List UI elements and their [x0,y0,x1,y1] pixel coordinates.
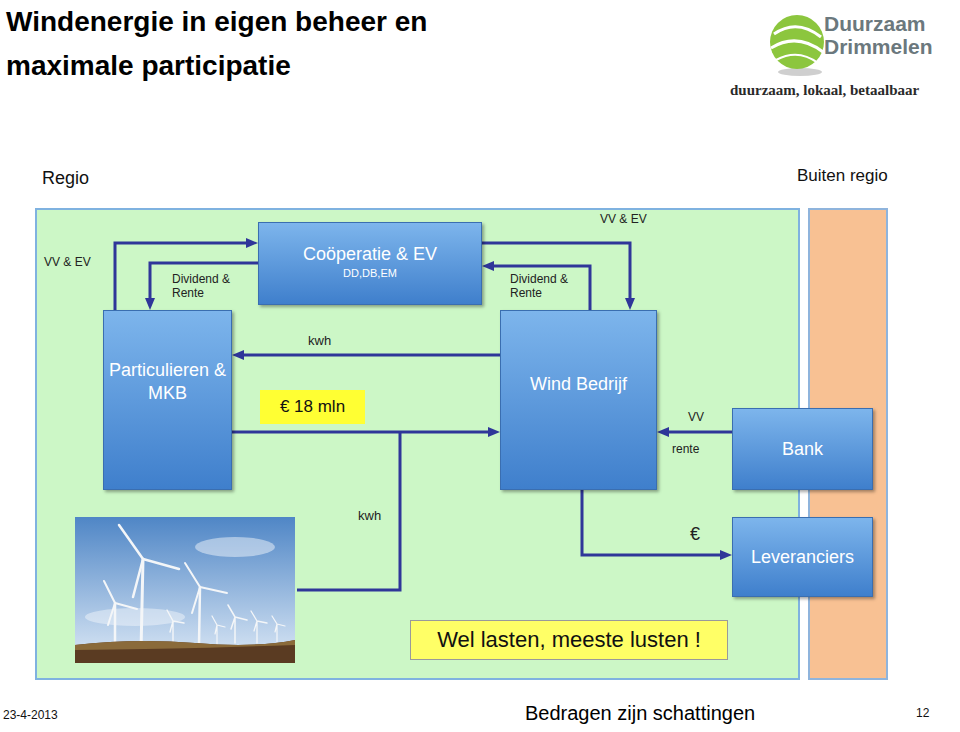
turbine-tower [199,587,200,645]
turbine-small [167,610,184,644]
slide-title: Windenergie in eigen beheer en maximale … [6,0,496,88]
flow-arrow [232,431,492,434]
logo-shadow [778,68,822,76]
bank-box: Bank [732,408,873,490]
logo-swirl [774,27,821,37]
edge-label: kwh [306,333,333,349]
edge-label: VV & EV [42,255,93,269]
flow-label: rente [672,442,699,456]
photo-ground [75,640,295,663]
turbine-small [272,616,285,642]
photo-sky [75,517,295,663]
edge-label: Dividend & Rente [170,272,240,301]
node-sublabel: DD,DB,EM [343,267,397,281]
logo-ball [770,15,824,76]
page-number: 12 [916,706,929,720]
flow-arrow [665,431,732,434]
node-label: Coöperatie & EV [303,243,437,266]
suppliers-box: Leveranciers [732,517,873,597]
edge-label: € 18 mln [260,390,365,424]
edge-label: Dividend & Rente [508,272,578,301]
slide-caption: Bedragen zijn schattingen [525,702,755,725]
turbine-blades [185,563,227,613]
turbine-small [228,605,247,643]
turbine-small [251,611,267,643]
edge-label: VV [686,410,706,424]
turbine-tower [141,559,143,651]
turbine-small [212,616,225,644]
logo-name: Duurzaam Drimmelen [824,12,936,58]
node-label: Wel lasten, meeste lusten ! [437,627,701,653]
edge-label: VV & EV [598,212,649,226]
participants-box: Particulieren & MKB [103,310,232,490]
photo-cloud [85,608,185,626]
date-label: 23-4-2013 [3,708,58,722]
cooperative-box: Coöperatie & EVDD,DB,EM [258,222,482,305]
logo-swirl [776,55,818,63]
node-label: Bank [782,438,823,461]
wind-company-box: Wind Bedrijf [500,310,657,490]
logo-swirl [771,41,823,52]
slogan-box: Wel lasten, meeste lusten ! [410,620,728,660]
turbines [104,525,285,651]
turbine-blades [119,525,179,597]
wind-turbine-photo [75,517,295,663]
logo-circle [770,15,824,69]
node-label: Wind Bedrijf [530,373,627,396]
node-label: Regio [42,168,89,189]
node-label: Buiten regio [797,166,888,186]
node-label: Particulieren & MKB [108,359,227,404]
node-label: Leveranciers [751,546,854,569]
logo-tagline: duurzaam, lokaal, betaalbaar [730,82,919,99]
turbine-blades [104,581,137,625]
edge-label: € [688,524,702,546]
photo-cloud [195,537,275,557]
flow-label: kwh [358,508,381,523]
photo-field [75,640,295,650]
flow-arrow [240,354,500,357]
